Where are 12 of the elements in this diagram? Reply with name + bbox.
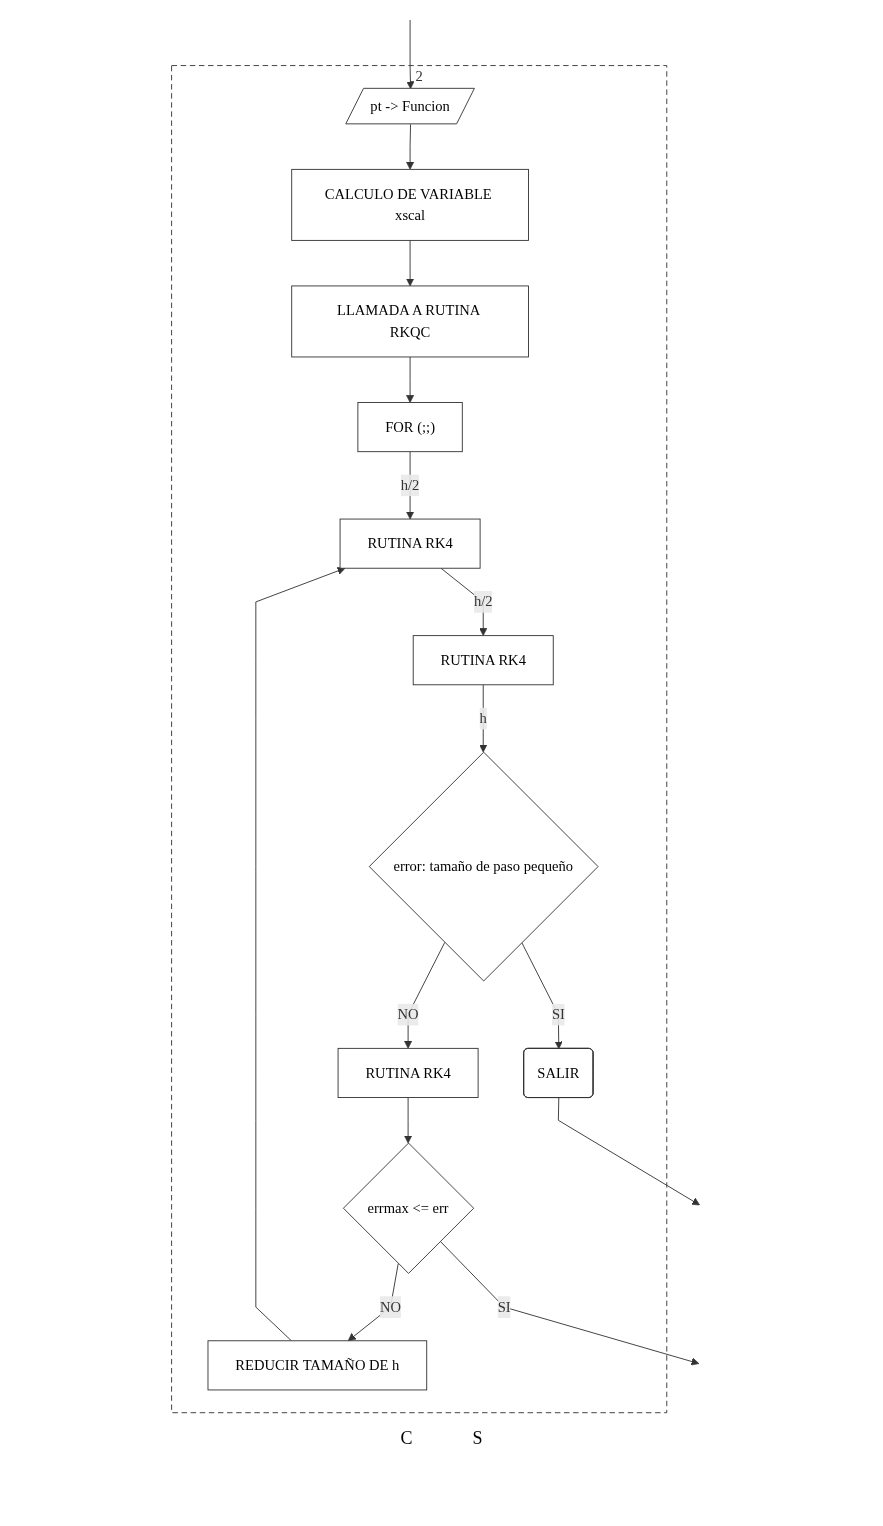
process-box: RUTINA RK4 [339, 518, 481, 569]
process-box: RUTINA RK4 [337, 1047, 479, 1098]
process-box: RUTINA RK4 [412, 635, 554, 686]
process-box: CALCULO DE VARIABLE xscal [291, 168, 529, 241]
decision-diamond: error: tamaño de paso pequeño [368, 751, 599, 982]
process-box: FOR (;;) [357, 402, 463, 453]
terminal-box: SALIR [523, 1047, 594, 1098]
decision-diamond: errmax <= err [342, 1142, 475, 1274]
connector-label: S [472, 1428, 483, 1449]
process-box: LLAMADA A RUTINA RKQC [291, 285, 529, 358]
process-box: REDUCIR TAMAÑO DE h [207, 1340, 428, 1391]
connector-label: C [400, 1428, 413, 1449]
